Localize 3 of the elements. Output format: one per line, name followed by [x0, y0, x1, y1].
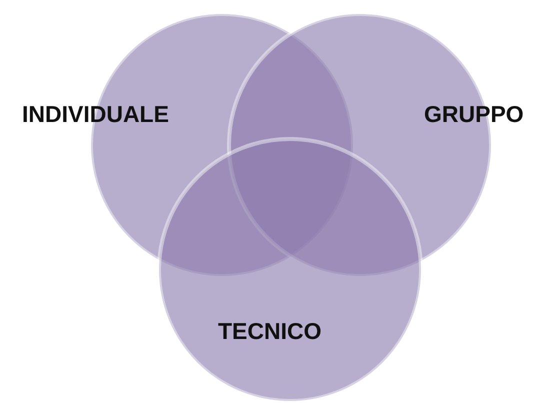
set-label: TECNICO: [218, 320, 322, 343]
set-label: GRUPPO: [424, 103, 524, 126]
set-label: INDIVIDUALE: [22, 103, 169, 126]
